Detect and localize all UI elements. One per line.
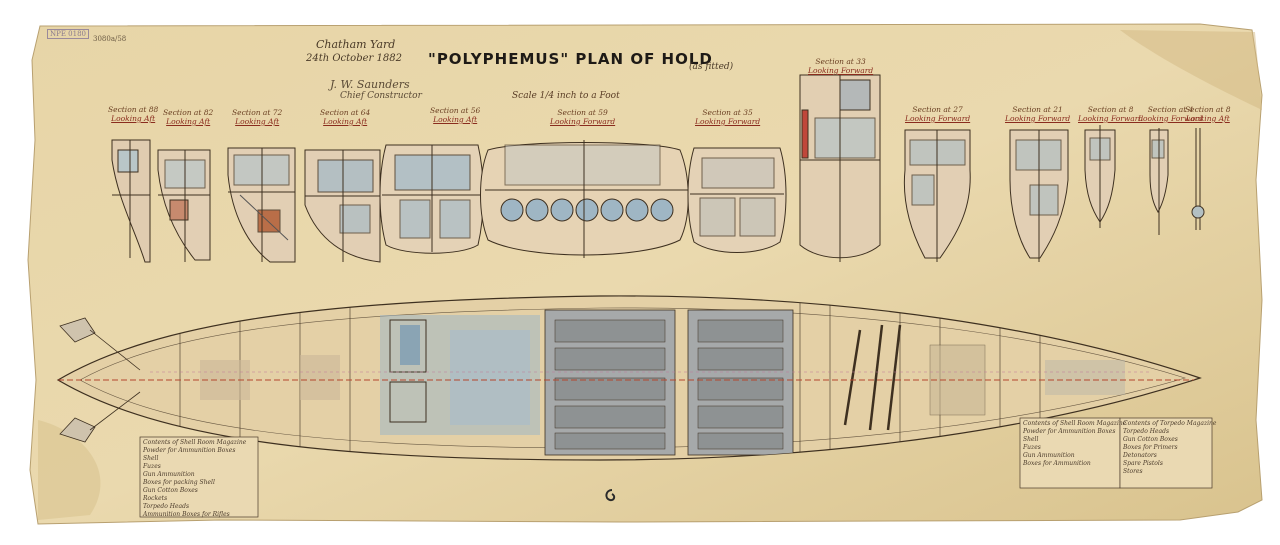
section-59-main: [480, 140, 689, 258]
drawing-title: "POLYPHEMUS" PLAN OF HOLD: [428, 50, 713, 68]
yard-name: Chatham Yard: [316, 38, 396, 51]
section-88: [111, 139, 151, 263]
section-8-aft: [1191, 128, 1205, 230]
drawing-subtitle: (as fitted): [689, 62, 734, 72]
table-frames: [139, 417, 1213, 518]
section-27: [903, 129, 971, 262]
section-35: [687, 147, 787, 253]
table-right-a: Contents of Shell Room Magazine Powder f…: [1023, 420, 1127, 467]
table-right-b: Contents of Torpedo Magazine Torpedo Hea…: [1123, 420, 1217, 475]
section-33: [799, 74, 881, 262]
cross-sections: [111, 74, 1205, 263]
section-21: [1009, 129, 1069, 262]
section-72: [227, 147, 296, 263]
paper-stain: [1120, 30, 1262, 110]
hull-plan-view: [56, 295, 1202, 461]
section-4: [1149, 128, 1169, 235]
section-56: [379, 144, 484, 254]
table-left: Contents of Shell Room Magazine Powder f…: [143, 439, 247, 518]
mark-symbol: [605, 489, 616, 502]
signature-title: Chief Constructor: [340, 91, 422, 101]
paper-stain: [38, 420, 101, 520]
section-64: [304, 149, 381, 263]
scale-note: Scale 1/4 inch to a Foot: [512, 91, 620, 101]
archive-stamp: NPE 0180: [47, 29, 89, 39]
signature-name: J. W. Saunders: [330, 78, 410, 91]
reference-number: 3080a/58: [93, 35, 127, 43]
section-82: [157, 149, 211, 262]
section-8-fwd: [1084, 125, 1116, 228]
drawing-date: 24th October 1882: [306, 53, 402, 64]
